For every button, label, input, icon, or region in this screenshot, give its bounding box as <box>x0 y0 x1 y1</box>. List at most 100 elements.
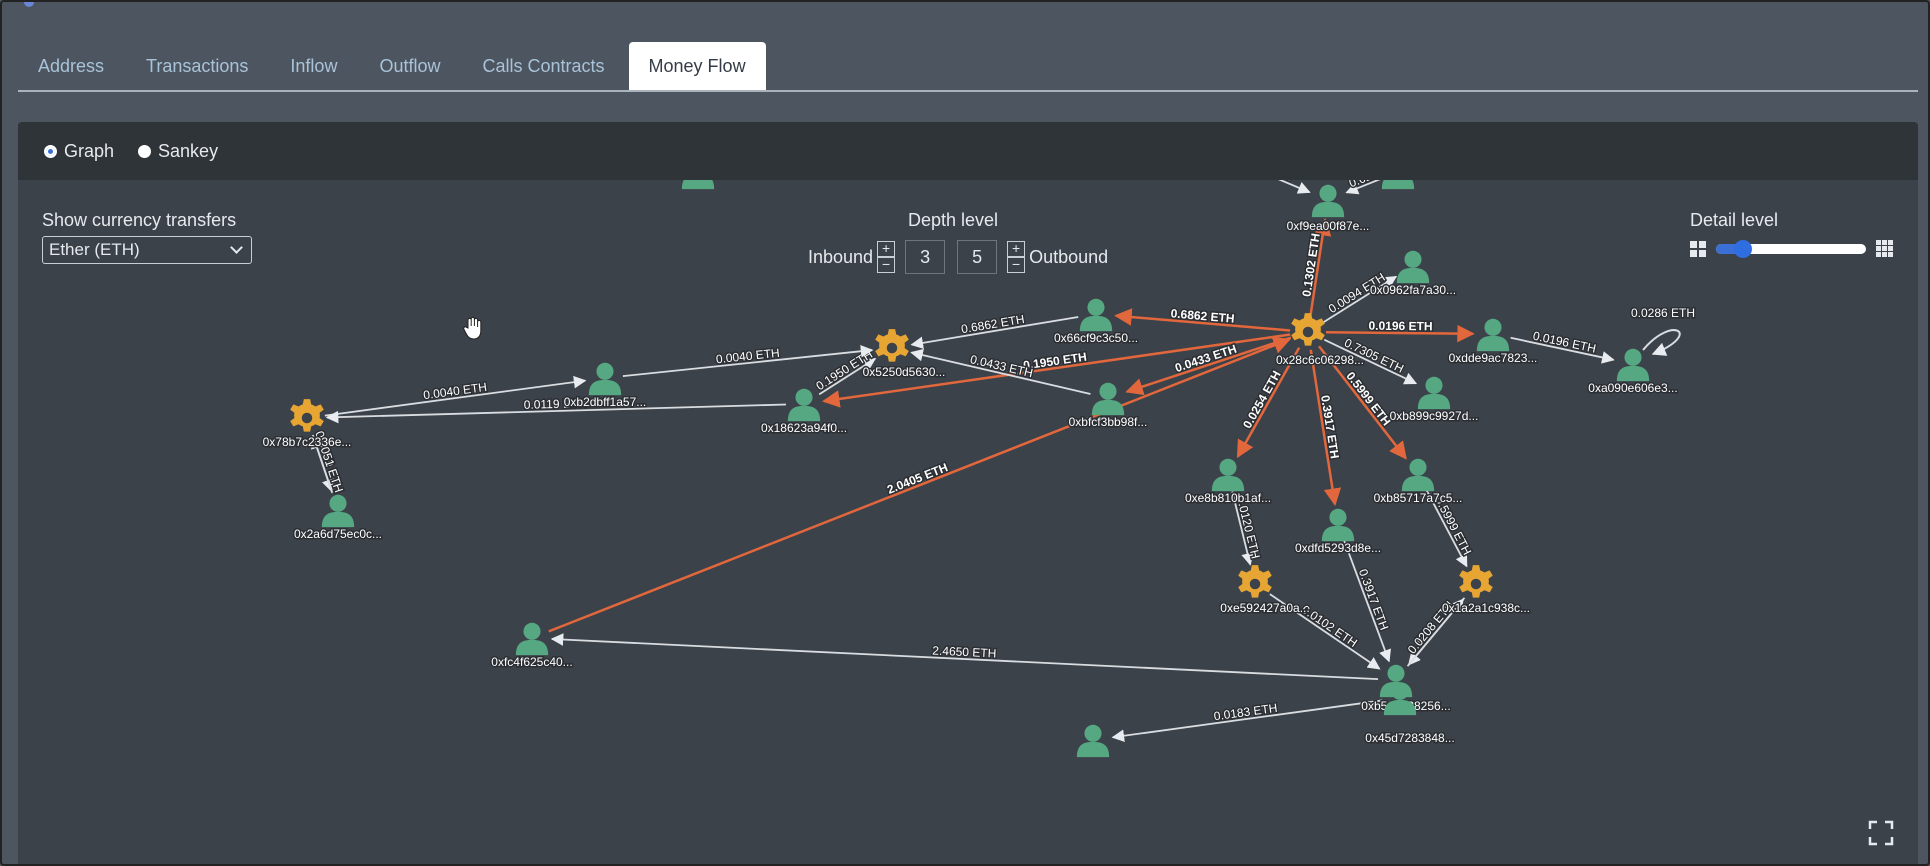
edge-line[interactable] <box>548 336 1292 633</box>
edge-line[interactable] <box>325 403 787 424</box>
tab-calls-contracts[interactable]: Calls Contracts <box>482 55 605 76</box>
edge-line[interactable] <box>1309 349 1342 506</box>
edge-line[interactable] <box>822 333 1291 408</box>
edge-line[interactable] <box>1245 180 1311 194</box>
currency-select[interactable]: Ether (ETH) <box>42 236 252 264</box>
edge-line[interactable] <box>1642 329 1681 356</box>
node-center[interactable]: 0x28c6c06298... <box>1274 313 1366 369</box>
person-icon[interactable] <box>1396 250 1430 284</box>
sankey-radio[interactable]: Sankey <box>138 141 218 162</box>
node-xfc4[interactable]: 0xfc4f625c40... <box>490 622 574 671</box>
node-x78b[interactable]: 0x78b7c2336e... <box>261 399 353 451</box>
edge-line[interactable] <box>1309 218 1332 315</box>
edge-line[interactable] <box>818 357 877 396</box>
node-xdde[interactable]: 0xdde9ac7823... <box>1447 318 1539 367</box>
contract-gear-icon[interactable] <box>290 399 324 432</box>
contract-gear-icon[interactable] <box>1238 565 1272 598</box>
edge-weth-xf9[interactable]: ETH <box>1245 180 1311 194</box>
node-x66[interactable]: 0x66cf9c3c50... <box>1052 298 1140 347</box>
grid-coarse-icon[interactable] <box>1690 240 1706 257</box>
graph-radio-dot[interactable] <box>44 144 57 158</box>
edge-line[interactable] <box>311 435 334 494</box>
node-xe59[interactable]: 0xe592427a0a... <box>1219 565 1311 617</box>
edge-line[interactable] <box>1231 491 1254 566</box>
edge-xa09-xa09[interactable]: 0.0286 ETH <box>1629 305 1697 356</box>
graph-radio[interactable]: Graph <box>44 141 114 162</box>
edge-line[interactable] <box>1425 489 1468 568</box>
node-x186[interactable]: 0x18623a94f0... <box>759 388 849 437</box>
edge-x45d-bottom[interactable]: 0.0183 ETH <box>1111 699 1383 742</box>
person-icon[interactable] <box>588 362 622 396</box>
person-icon[interactable] <box>1311 184 1345 218</box>
inbound-plus-button[interactable]: + <box>877 241 896 257</box>
node-xb85[interactable]: 0xb85717a7c5... <box>1372 458 1464 507</box>
person-icon[interactable] <box>321 494 355 528</box>
person-icon[interactable] <box>1381 180 1415 190</box>
grid-fine-icon[interactable] <box>1876 240 1893 257</box>
edge-center-x66[interactable]: 0.6862 ETH <box>1114 305 1291 332</box>
outbound-minus-button[interactable]: − <box>1007 257 1026 273</box>
tab-money-flow[interactable]: Money Flow <box>628 42 766 90</box>
tab-outflow[interactable]: Outflow <box>379 55 441 76</box>
edge-line[interactable] <box>1111 699 1383 742</box>
edge-x186-x78b[interactable]: 0.0119 ETH <box>325 395 787 424</box>
edge-line[interactable] <box>1125 336 1292 396</box>
person-icon[interactable] <box>1616 348 1650 382</box>
detail-slider-thumb[interactable] <box>1734 239 1752 258</box>
edge-line[interactable] <box>1269 593 1381 670</box>
person-icon[interactable] <box>787 388 821 422</box>
outbound-plus-button[interactable]: + <box>1007 241 1026 257</box>
node-xa09[interactable]: 0xa090e606e3... <box>1587 348 1679 397</box>
node-xe8b[interactable]: 0xe8b810b1af... <box>1183 458 1273 507</box>
person-icon[interactable] <box>1417 376 1451 410</box>
edge-line[interactable] <box>622 344 874 378</box>
edge-line[interactable] <box>1322 275 1398 324</box>
edge-line[interactable] <box>324 375 587 417</box>
edge-line[interactable] <box>1114 308 1291 332</box>
edge-line[interactable] <box>1510 336 1615 364</box>
node-x962[interactable]: 0x0962fa7a30... <box>1368 250 1458 299</box>
tab-inflow[interactable]: Inflow <box>290 55 338 76</box>
contract-gear-icon[interactable] <box>1459 565 1493 598</box>
inbound-minus-button[interactable]: − <box>877 257 896 273</box>
person-icon[interactable] <box>515 622 549 656</box>
contract-gear-icon[interactable] <box>875 329 909 362</box>
edge-line[interactable] <box>550 633 1379 681</box>
edge-line[interactable] <box>910 316 1079 350</box>
edge-line[interactable] <box>1343 540 1391 663</box>
edge-line[interactable] <box>1345 180 1382 195</box>
edge-xfc4-center[interactable]: 2.0405 ETH <box>548 336 1292 633</box>
edge-line[interactable] <box>1236 347 1301 459</box>
person-icon[interactable] <box>1076 724 1110 758</box>
person-icon[interactable] <box>1476 318 1510 352</box>
edge-center-xf9[interactable]: 0.1302 ETH <box>1298 218 1332 315</box>
node-x2a6[interactable]: 0x2a6d75ec0c... <box>292 494 384 543</box>
node-bottom[interactable] <box>1076 724 1110 758</box>
node-x1a2[interactable]: 0x1a2a1c938c... <box>1440 565 1532 617</box>
detail-level-slider[interactable] <box>1716 239 1866 258</box>
tab-transactions[interactable]: Transactions <box>146 55 249 76</box>
node-xf9[interactable]: 0xf9ea00f87e... <box>1285 184 1371 235</box>
fullscreen-icon[interactable] <box>1868 820 1894 846</box>
tab-address[interactable]: Address <box>38 55 105 76</box>
edge-xad-xf9[interactable]: 0.02 <box>1345 180 1382 195</box>
edge-line[interactable] <box>1318 345 1407 460</box>
node-xdfd[interactable]: 0xdfd5293d8e... <box>1293 508 1383 557</box>
node-xbfc[interactable]: 0xbfcf3bb98f... <box>1067 382 1149 431</box>
node-x45d[interactable]: 0x45d7283848... <box>1364 682 1456 747</box>
person-icon[interactable] <box>1091 382 1125 416</box>
outbound-depth-input[interactable]: 5 <box>957 240 998 274</box>
contract-gear-icon[interactable] <box>1291 313 1325 346</box>
person-icon[interactable] <box>1079 298 1113 332</box>
person-icon[interactable] <box>1211 458 1245 492</box>
edge-line[interactable] <box>1325 324 1475 343</box>
edge-center-xdfd[interactable]: 0.3917 ETH <box>1309 349 1343 506</box>
node-top1[interactable]: 0x5f55383d36... <box>655 180 741 190</box>
node-xb89[interactable]: 0xb899c9927d... <box>1388 376 1480 425</box>
sankey-radio-dot[interactable] <box>138 144 152 158</box>
inbound-depth-input[interactable]: 3 <box>905 240 946 274</box>
edge-line[interactable] <box>1323 338 1418 385</box>
person-icon[interactable] <box>1401 458 1435 492</box>
